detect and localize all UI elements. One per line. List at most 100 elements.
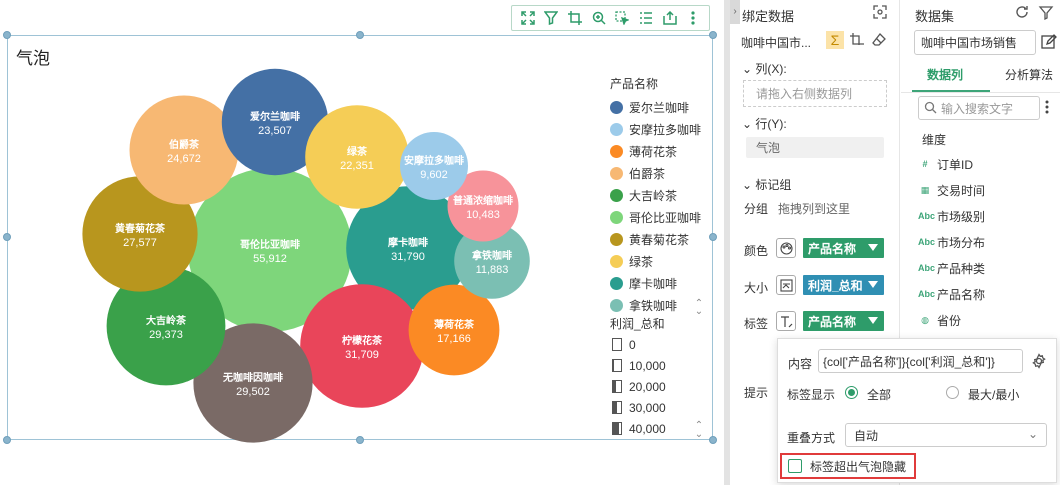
dataset-field[interactable]: #订单ID [918,154,973,174]
bubble-value: 22,351 [340,160,374,172]
overlap-mode-select[interactable]: 自动 ⌄ [845,423,1047,447]
resize-handle-bl[interactable] [3,436,11,444]
legend-scroll-icon[interactable]: ⌃ [694,298,704,309]
bubble-circle[interactable] [400,132,468,200]
legend-scroll-down-icon[interactable]: ⌄ [694,306,704,317]
legend-item[interactable]: 摩卡咖啡 [610,272,710,294]
dataset-field[interactable]: ◍省份 [918,310,961,330]
bubble-circle[interactable] [82,176,198,292]
transform-icon[interactable] [849,32,865,51]
mark-group-title[interactable]: ⌄ 标记组 [742,178,792,192]
resize-handle-tl[interactable] [3,31,11,39]
bubble-circle[interactable] [447,170,519,242]
bubble-circle[interactable] [221,68,329,176]
resize-handle-br[interactable] [709,436,717,444]
dataset-field[interactable]: ▦交易时间 [918,180,985,200]
gear-icon[interactable] [1031,353,1047,372]
zoom-icon[interactable] [590,9,608,27]
tab-data-columns[interactable]: 数据列 [927,68,964,82]
panel-divider[interactable] [724,0,730,485]
resize-handle-bm[interactable] [356,436,364,444]
edit-dataset-icon[interactable] [1041,34,1057,53]
legend-item[interactable]: 安摩拉多咖啡 [610,118,710,140]
size-settings-icon[interactable] [776,275,796,295]
field-search-input[interactable]: 输入搜索文字 [918,96,1040,120]
export-icon[interactable] [661,9,679,27]
bubble-circle[interactable] [305,105,409,209]
bubble-circle[interactable] [408,284,500,376]
resize-handle-tm[interactable] [356,31,364,39]
collapse-panel-icon[interactable]: › [730,0,740,24]
color-field-pill[interactable]: 产品名称 [803,238,884,258]
group-drop-zone[interactable]: 拖拽列到这里 [778,202,851,216]
legend-item[interactable]: 大吉岭茶 [610,184,710,206]
size-legend-scroll-up-icon[interactable]: ⌃ [694,420,704,431]
eraser-icon[interactable] [871,32,887,51]
fullscreen-icon[interactable] [519,9,537,27]
bubble-circle[interactable] [188,168,352,332]
resize-handle-mr[interactable] [709,233,717,241]
bubble-circle[interactable] [346,186,470,310]
legend-item[interactable]: 拿铁咖啡 [610,294,710,316]
swap-axes-icon[interactable] [872,4,888,23]
columns-drop-zone[interactable]: 请拖入右侧数据列 [743,80,887,107]
palette-icon[interactable] [776,238,796,258]
text-label-icon[interactable] [776,311,796,331]
legend-item[interactable]: 黄春菊花茶 [610,228,710,250]
rows-section-title[interactable]: ⌄ 行(Y): [742,117,787,131]
sum-icon[interactable]: Σ [826,31,844,49]
select-icon[interactable] [613,9,631,27]
legend-item[interactable]: 绿茶 [610,250,710,272]
bubble-label: 伯爵茶 [169,138,200,151]
resize-handle-tr[interactable] [709,31,717,39]
bind-dataset-name[interactable]: 咖啡中国市... [741,36,812,50]
field-more-icon[interactable] [1045,100,1049,117]
more-icon[interactable] [684,9,702,27]
bubble-circle[interactable] [454,223,530,299]
size-field-pill[interactable]: 利润_总和 [803,275,884,295]
refresh-icon[interactable] [1014,4,1030,23]
chevron-down-icon: ⌄ [742,178,756,192]
bubble-circle[interactable] [300,284,424,408]
columns-section-title[interactable]: ⌄ 列(X): [742,62,787,76]
resize-handle-ml[interactable] [3,233,11,241]
list-icon[interactable] [637,9,655,27]
label-content-input[interactable]: {col['产品名称']}{col['利润_总和']} [818,349,1023,373]
bubble-circle[interactable] [129,95,239,205]
legend-item[interactable]: 爱尔兰咖啡 [610,96,710,118]
rows-field-pill[interactable]: 气泡 [746,137,884,158]
hide-overflow-checkbox[interactable] [788,459,802,473]
bubble-circle[interactable] [106,266,226,386]
dataset-select[interactable]: 咖啡中国市场销售 [914,30,1036,55]
crop-icon[interactable] [566,9,584,27]
radio-max-min[interactable] [946,386,959,399]
legend-item[interactable]: 薄荷花茶 [610,140,710,162]
legend-item[interactable]: 伯爵茶 [610,162,710,184]
legend-item[interactable]: 哥伦比亚咖啡 [610,206,710,228]
bubble-circle[interactable] [193,323,313,443]
hide-overflow-label-option[interactable]: 标签超出气泡隐藏 [780,453,916,479]
dataset-settings-icon[interactable] [1038,4,1054,23]
tab-analysis-algorithms[interactable]: 分析算法 [1005,68,1054,82]
size-legend-scroll-down-icon[interactable]: ⌄ [694,429,704,440]
label-field-pill[interactable]: 产品名称 [803,311,884,331]
radio-all[interactable] [845,386,858,399]
filter-icon[interactable] [542,9,560,27]
